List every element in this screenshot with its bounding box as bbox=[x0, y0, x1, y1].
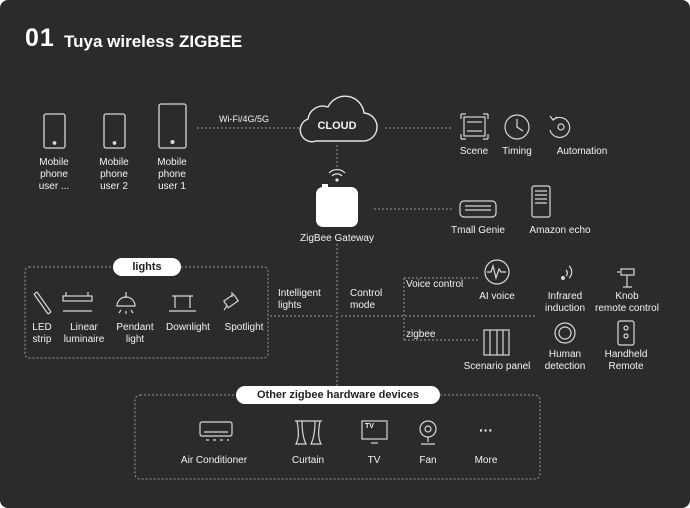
linear-luminaire-icon bbox=[62, 292, 93, 312]
tmall-genie-icon bbox=[459, 200, 497, 218]
tv-icon bbox=[361, 420, 388, 444]
led-strip-icon bbox=[33, 291, 52, 315]
ai-voice-icon bbox=[484, 259, 510, 285]
zigbee-label: zigbee bbox=[406, 329, 436, 340]
downlight-icon bbox=[169, 295, 196, 312]
handheld-remote-icon bbox=[617, 320, 635, 346]
tv-badge: TV bbox=[365, 423, 374, 430]
curtain-icon bbox=[295, 420, 322, 445]
more-icon: ··· bbox=[479, 422, 493, 438]
phone-label-user-1: Mobile phone user 1 bbox=[157, 157, 187, 192]
phone-label-user-2: Mobile phone user 2 bbox=[99, 157, 129, 192]
network-label: Wi-Fi/4G/5G bbox=[219, 114, 270, 124]
human-detection-label: Human detection bbox=[544, 349, 586, 372]
automation-icon bbox=[549, 115, 571, 139]
spotlight-label: Spotlight bbox=[224, 322, 264, 333]
phone-label-user-n: Mobile phone user ... bbox=[38, 157, 70, 192]
zigbee-gateway-icon bbox=[316, 169, 358, 227]
gateway-label: ZigBee Gateway bbox=[300, 233, 374, 244]
led-strip-label: LED strip bbox=[32, 322, 52, 345]
cloud-label: CLOUD bbox=[317, 120, 357, 132]
scenario-panel-label: Scenario panel bbox=[463, 361, 531, 372]
timing-icon bbox=[504, 114, 530, 140]
tmall-genie-label: Tmall Genie bbox=[451, 225, 505, 236]
other-hardware-header: Other zigbee hardware devices bbox=[236, 386, 440, 404]
phone-icon-user-1 bbox=[158, 103, 187, 149]
amazon-echo-label: Amazon echo bbox=[529, 225, 591, 236]
fan-label: Fan bbox=[419, 455, 437, 466]
infrared-induction-icon bbox=[560, 265, 573, 281]
intelligent-lights-label: Intelligent lights bbox=[278, 288, 321, 311]
human-detection-icon bbox=[554, 322, 576, 344]
spotlight-icon bbox=[222, 292, 240, 311]
ai-voice-label: AI voice bbox=[479, 291, 515, 302]
handheld-remote-label: Handheld Remote bbox=[604, 349, 648, 372]
pendant-light-icon bbox=[116, 292, 136, 314]
more-label: More bbox=[474, 455, 498, 466]
phone-icon-user-n bbox=[43, 113, 66, 149]
scene-icon bbox=[460, 113, 489, 140]
knob-remote-control-label: Knob remote control bbox=[595, 291, 659, 314]
title-number: 01 bbox=[25, 24, 55, 52]
cloud-icon bbox=[299, 95, 378, 143]
automation-label: Automation bbox=[556, 146, 608, 157]
fan-icon bbox=[419, 420, 437, 445]
air-conditioner-icon bbox=[199, 421, 233, 441]
pendant-light-label: Pendant light bbox=[116, 322, 154, 345]
lights-header: lights bbox=[113, 258, 181, 276]
phone-icon-user-2 bbox=[103, 113, 126, 149]
linear-luminaire-label: Linear luminaire bbox=[63, 322, 105, 345]
page-title: Tuya wireless ZIGBEE bbox=[64, 32, 243, 51]
curtain-label: Curtain bbox=[291, 455, 325, 466]
amazon-echo-icon bbox=[531, 185, 551, 218]
infrared-induction-label: Infrared induction bbox=[544, 291, 586, 314]
downlight-label: Downlight bbox=[166, 322, 210, 333]
voice-control-label: Voice control bbox=[406, 279, 464, 290]
scene-label: Scene bbox=[459, 146, 489, 157]
scenario-panel-icon bbox=[483, 329, 510, 356]
control-mode-label: Control mode bbox=[350, 288, 383, 311]
tv-label: TV bbox=[367, 455, 381, 466]
timing-label: Timing bbox=[502, 146, 532, 157]
air-conditioner-label: Air Conditioner bbox=[180, 455, 248, 466]
knob-remote-control-icon bbox=[617, 268, 635, 288]
